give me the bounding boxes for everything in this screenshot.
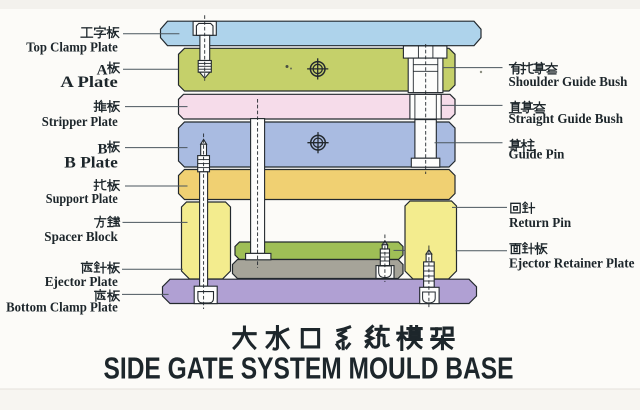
svg-text:Ejector Retainer Plate: Ejector Retainer Plate bbox=[509, 256, 635, 271]
svg-text:Return Pin: Return Pin bbox=[509, 215, 572, 230]
svg-text:Guide Pin: Guide Pin bbox=[509, 147, 565, 162]
svg-text:Spacer Block: Spacer Block bbox=[44, 229, 118, 244]
svg-text:A Plate: A Plate bbox=[60, 74, 118, 91]
svg-text:Ejector Plate: Ejector Plate bbox=[45, 274, 118, 289]
svg-text:Shoulder Guide Bush: Shoulder Guide Bush bbox=[509, 74, 628, 89]
svg-text:B Plate: B Plate bbox=[64, 154, 118, 171]
svg-text:Stripper Plate: Stripper Plate bbox=[42, 114, 118, 129]
svg-text:Bottom Clamp Plate: Bottom Clamp Plate bbox=[6, 300, 118, 315]
svg-text:B: B bbox=[97, 141, 107, 157]
svg-text:Straight Guide Bush: Straight Guide Bush bbox=[509, 111, 624, 126]
svg-text:SIDE GATE SYSTEM MOULD BASE: SIDE GATE SYSTEM MOULD BASE bbox=[104, 351, 514, 385]
svg-text:Support Plate: Support Plate bbox=[46, 191, 118, 206]
svg-text:Top Clamp Plate: Top Clamp Plate bbox=[26, 40, 118, 55]
svg-text:A: A bbox=[97, 62, 108, 78]
